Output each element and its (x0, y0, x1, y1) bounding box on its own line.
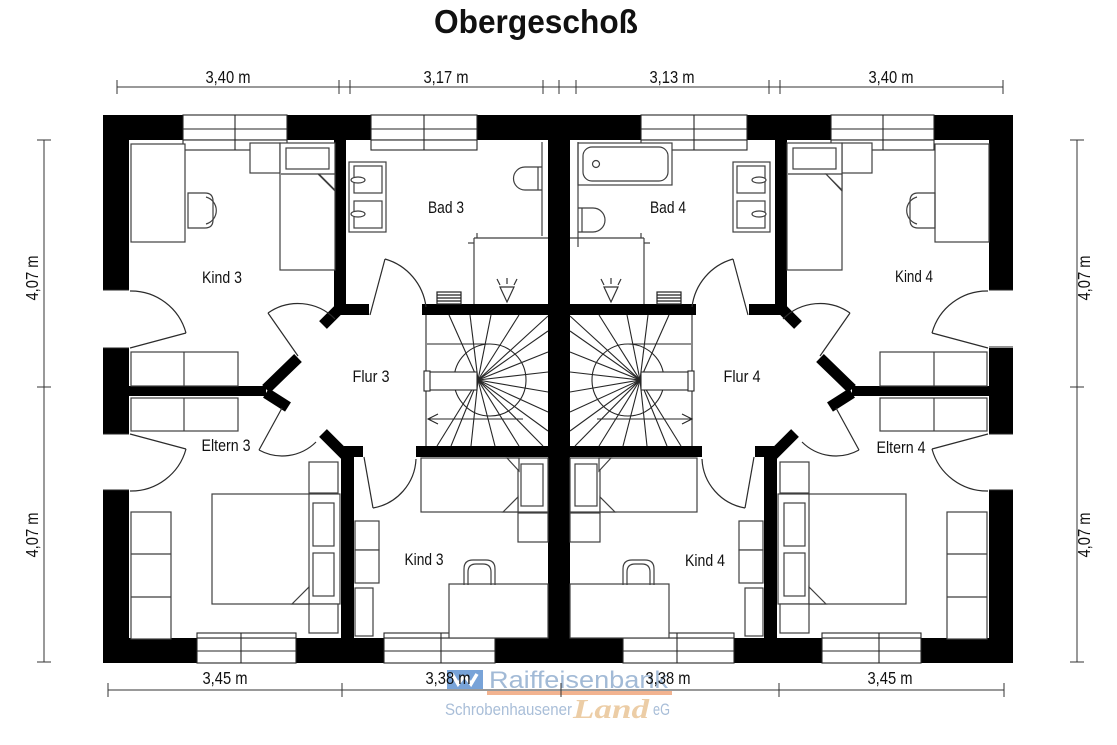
svg-text:Flur 4: Flur 4 (724, 367, 761, 386)
svg-text:Eltern 3: Eltern 3 (202, 436, 251, 455)
svg-text:3,17 m: 3,17 m (424, 67, 469, 87)
svg-text:3,38 m: 3,38 m (426, 668, 471, 688)
svg-text:3,40 m: 3,40 m (869, 67, 914, 87)
svg-text:Flur 3: Flur 3 (353, 367, 390, 386)
svg-text:Obergeschoß: Obergeschoß (434, 3, 638, 40)
svg-text:Schrobenhausener: Schrobenhausener (445, 700, 572, 719)
svg-text:Bad 3: Bad 3 (428, 198, 464, 217)
svg-text:Kind 3: Kind 3 (202, 268, 242, 287)
svg-text:4,07 m: 4,07 m (1074, 256, 1094, 301)
svg-text:3,40 m: 3,40 m (206, 67, 251, 87)
svg-text:4,07 m: 4,07 m (1074, 513, 1094, 558)
svg-text:Kind 4: Kind 4 (685, 551, 725, 570)
svg-text:Kind 4: Kind 4 (895, 267, 933, 286)
svg-text:Kind 3: Kind 3 (405, 550, 444, 569)
svg-text:3,45 m: 3,45 m (203, 668, 248, 688)
svg-text:Land: Land (572, 694, 650, 724)
svg-text:Bad 4: Bad 4 (650, 198, 686, 217)
svg-text:3,38 m: 3,38 m (646, 668, 691, 688)
svg-text:3,13 m: 3,13 m (650, 67, 695, 87)
svg-text:eG: eG (653, 700, 670, 719)
svg-text:4,07 m: 4,07 m (22, 256, 42, 301)
svg-text:4,07 m: 4,07 m (22, 513, 42, 558)
svg-text:Eltern 4: Eltern 4 (877, 438, 926, 457)
svg-text:3,45 m: 3,45 m (868, 668, 913, 688)
